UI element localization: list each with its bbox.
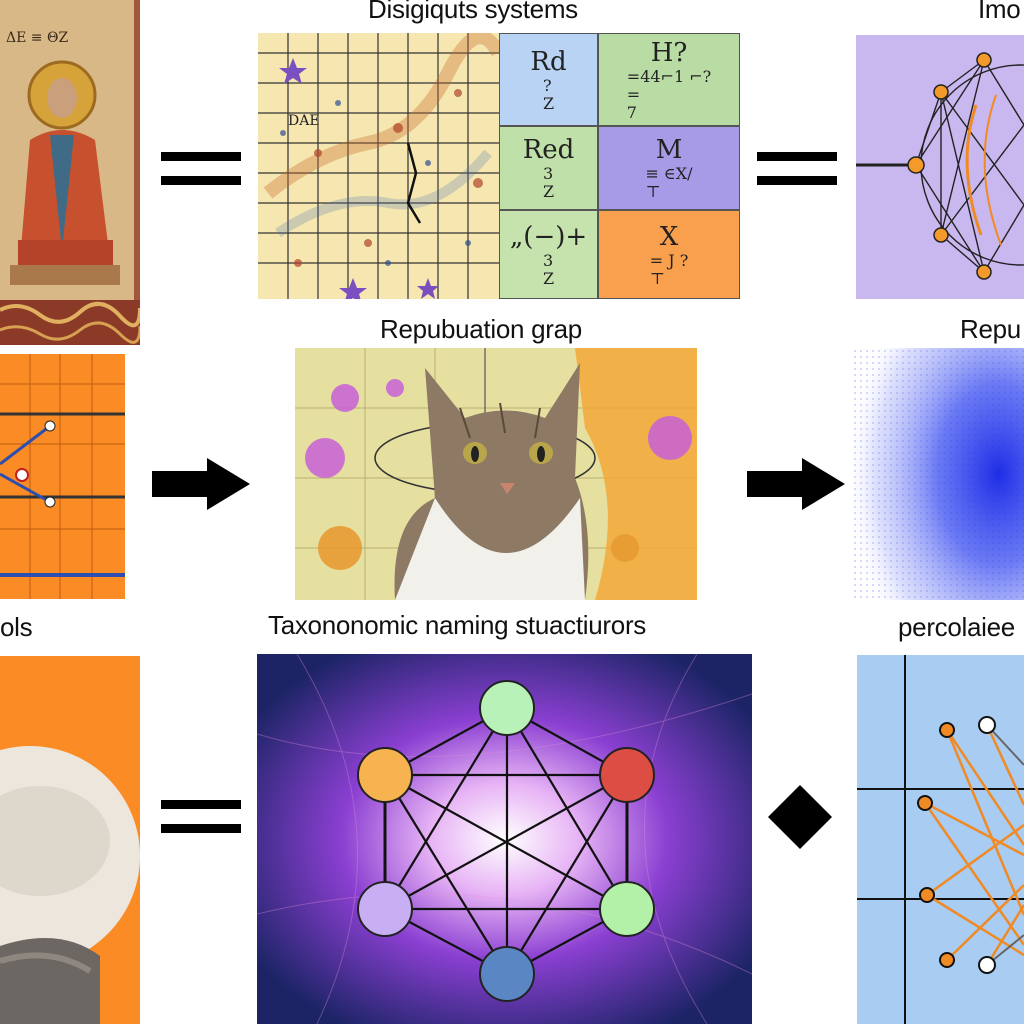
icon-label: ΔΕ ≡ ΘΖ: [6, 30, 69, 46]
symbol-cell: „(−)+ 3 Z: [499, 210, 598, 299]
line-graph-image: [0, 354, 125, 599]
scatter-cloud-image: [853, 348, 1024, 600]
symbol-cell: H? =44⌐1 ⌐? = 7: [598, 33, 740, 126]
symbol-cell: X = J ? ⊤: [598, 210, 740, 299]
map-scribble: DAE: [288, 113, 320, 129]
star-map-image: [258, 33, 500, 299]
percolation-graph-image: [857, 655, 1024, 1024]
equals-icon: [161, 800, 241, 836]
cat-photo-panel: [295, 348, 697, 600]
hexagon-graph-image: [257, 654, 752, 1024]
symbol-cell: Rd ? Z: [499, 33, 598, 126]
panel-title: percolaiee: [898, 612, 1015, 642]
panel-title: Imo: [978, 0, 1021, 24]
panel-title: ols: [0, 612, 33, 642]
white-cat-panel: [0, 656, 140, 1024]
white-cat-image: [0, 746, 140, 1024]
panel-title: Repubuation grap: [380, 314, 582, 344]
symbol-cell: Red 3 Z: [499, 126, 598, 210]
byzantine-icon-image: [0, 0, 140, 345]
scatter-panel: [853, 348, 1024, 600]
grid-map-panel: DAE: [258, 33, 500, 299]
panel-title: Disigiquts systems: [368, 0, 578, 24]
symbol-cell: M ≡ ∈X/ ⊤: [598, 126, 740, 210]
panel-title: Taxononomic naming stuactiurors: [268, 610, 646, 640]
network-graph-image: [856, 52, 1024, 280]
cat-image: [295, 348, 697, 600]
arrow-right-icon: [152, 458, 250, 510]
arrow-right-icon: [747, 458, 845, 510]
equals-icon: [161, 152, 241, 188]
network-panel: [856, 35, 1024, 299]
cosmic-graph-panel: [257, 654, 752, 1024]
icon-panel: ΔΕ ≡ ΘΖ: [0, 0, 140, 345]
percolation-panel: [857, 655, 1024, 1024]
diamond-icon: [768, 785, 832, 849]
panel-title: Repu: [960, 314, 1021, 344]
equals-icon: [757, 152, 837, 188]
orange-line-chart-panel: [0, 354, 125, 599]
